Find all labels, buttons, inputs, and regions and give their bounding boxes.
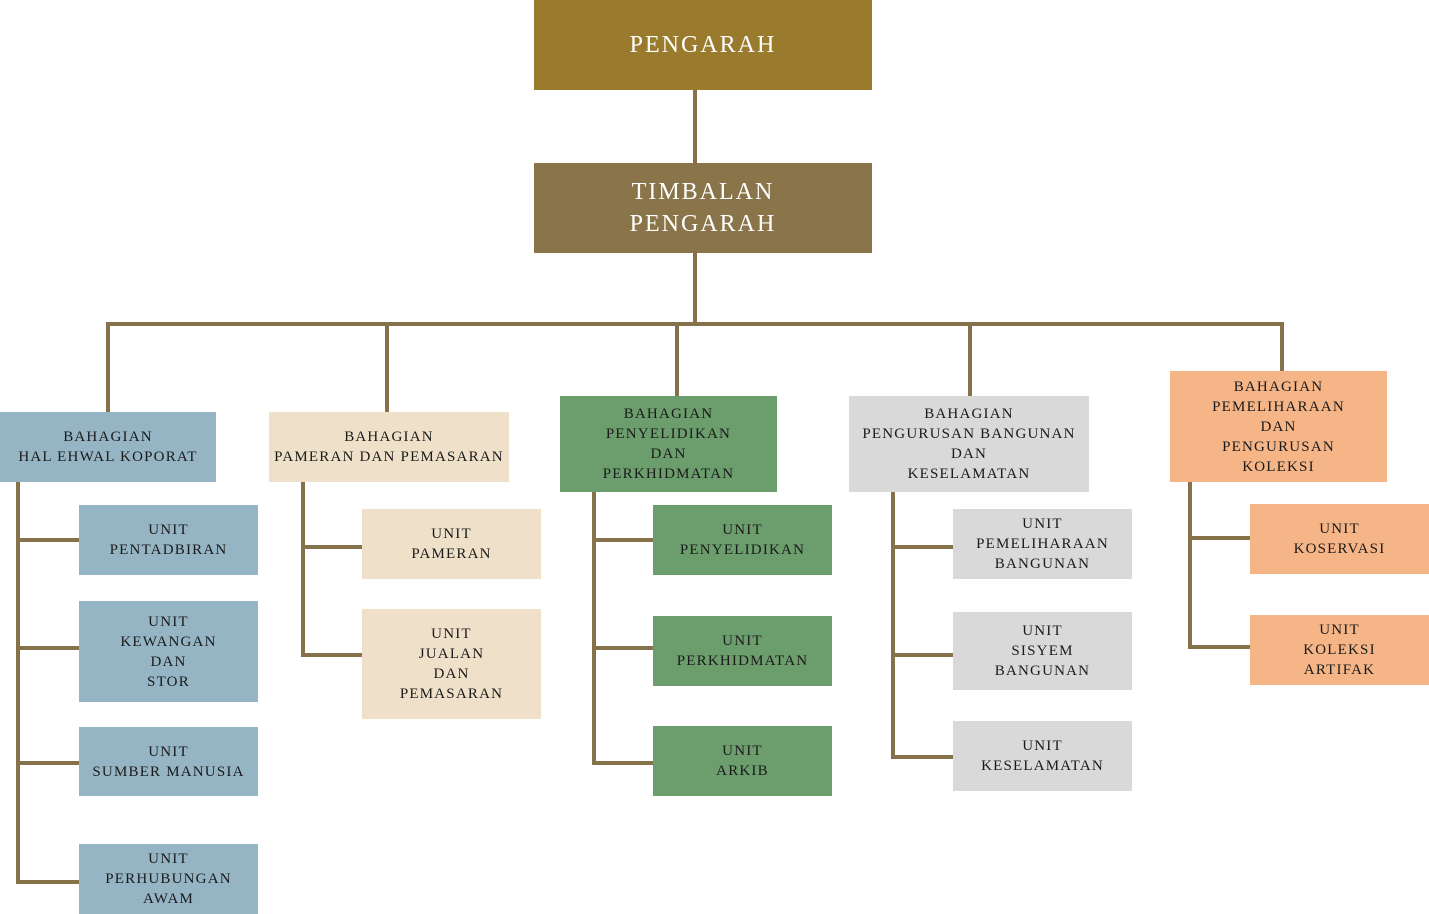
unit-building-maintenance-label: UNIT PEMELIHARAAN BANGUNAN — [976, 516, 1109, 572]
unit-archive: UNIT ARKIB — [653, 726, 832, 796]
unit-building-system: UNIT SISYEM BANGUNAN — [953, 612, 1132, 690]
unit-public-relations-label: UNIT PERHUBUNGAN AWAM — [105, 851, 232, 907]
unit-building-system-label: UNIT SISYEM BANGUNAN — [994, 623, 1091, 679]
division-conservation: BAHAGIAN PEMELIHARAAN DAN PENGURUSAN KOL… — [1170, 371, 1387, 482]
unit-services-label: UNIT PERKHIDMATAN — [676, 633, 809, 669]
deputy-director-label: TIMBALAN PENGARAH — [629, 179, 777, 237]
unit-administration: UNIT PENTADBIRAN — [79, 505, 258, 575]
director-box: PENGARAH — [534, 0, 872, 90]
division-research-label: BAHAGIAN PENYELIDIKAN DAN PERKHIDMATAN — [602, 406, 735, 482]
unit-services: UNIT PERKHIDMATAN — [653, 616, 832, 686]
division-corporate-label: BAHAGIAN HAL EHWAL KOPORAT — [18, 429, 198, 465]
unit-public-relations: UNIT PERHUBUNGAN AWAM — [79, 844, 258, 914]
unit-artifact-collection-label: UNIT KOLEKSI ARTIFAK — [1303, 622, 1376, 678]
unit-conservation-label: UNIT KOSERVASI — [1293, 521, 1386, 557]
division-conservation-label: BAHAGIAN PEMELIHARAAN DAN PENGURUSAN KOL… — [1212, 378, 1345, 475]
unit-safety-label: UNIT KESELAMATAN — [981, 738, 1104, 774]
unit-artifact-collection: UNIT KOLEKSI ARTIFAK — [1250, 615, 1429, 685]
unit-sales-marketing: UNIT JUALAN DAN PEMASARAN — [362, 609, 541, 719]
unit-conservation: UNIT KOSERVASI — [1250, 504, 1429, 574]
division-research: BAHAGIAN PENYELIDIKAN DAN PERKHIDMATAN — [560, 396, 777, 492]
deputy-director-box: TIMBALAN PENGARAH — [534, 163, 872, 253]
director-label: PENGARAH — [629, 32, 777, 58]
unit-safety: UNIT KESELAMATAN — [953, 721, 1132, 791]
unit-finance-store: UNIT KEWANGAN DAN STOR — [79, 601, 258, 702]
unit-archive-label: UNIT ARKIB — [716, 743, 769, 779]
unit-administration-label: UNIT PENTADBIRAN — [109, 522, 228, 558]
unit-research-label: UNIT PENYELIDIKAN — [679, 522, 806, 558]
unit-human-resources: UNIT SUMBER MANUSIA — [79, 727, 258, 796]
division-exhibition-label: BAHAGIAN PAMERAN DAN PEMASARAN — [274, 429, 504, 465]
division-building-label: BAHAGIAN PENGURUSAN BANGUNAN DAN KESELAM… — [862, 406, 1076, 482]
unit-research: UNIT PENYELIDIKAN — [653, 505, 832, 575]
unit-building-maintenance: UNIT PEMELIHARAAN BANGUNAN — [953, 509, 1132, 579]
unit-human-resources-label: UNIT SUMBER MANUSIA — [92, 743, 245, 780]
division-exhibition: BAHAGIAN PAMERAN DAN PEMASARAN — [269, 412, 509, 482]
division-corporate: BAHAGIAN HAL EHWAL KOPORAT — [0, 412, 216, 482]
unit-exhibition: UNIT PAMERAN — [362, 509, 541, 579]
unit-finance-store-label: UNIT KEWANGAN DAN STOR — [120, 613, 217, 690]
unit-sales-marketing-label: UNIT JUALAN DAN PEMASARAN — [399, 626, 504, 702]
division-building: BAHAGIAN PENGURUSAN BANGUNAN DAN KESELAM… — [849, 396, 1089, 492]
unit-exhibition-label: UNIT PAMERAN — [411, 526, 492, 562]
